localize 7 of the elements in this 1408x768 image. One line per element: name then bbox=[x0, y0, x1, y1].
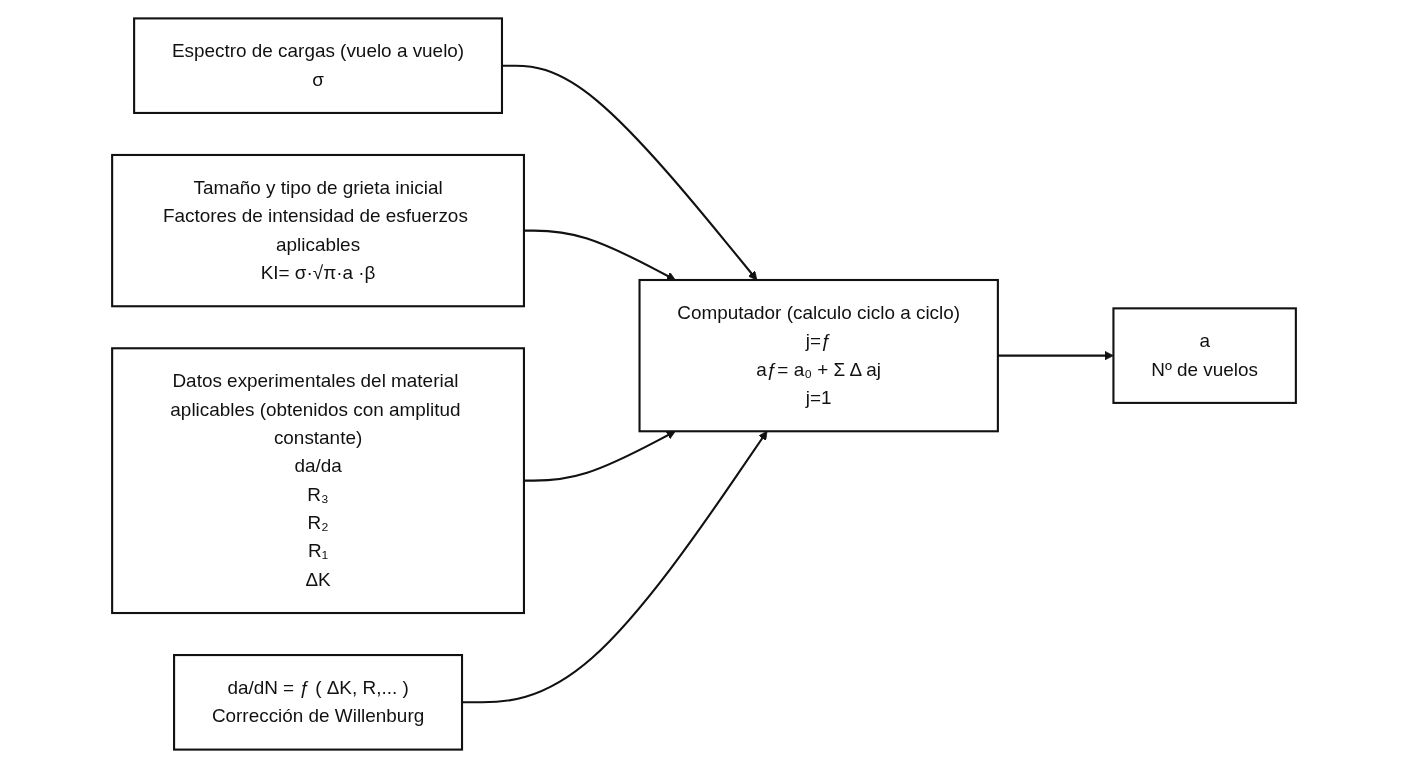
arrow bbox=[997, 351, 1114, 361]
node-box: Datos experimentales del material aplicables (obtenidos con amplitud constante) da/da R₃ R₂ R₁ ΔK bbox=[111, 347, 525, 615]
node-box: Computador (calculo ciclo a ciclo) j=ƒ aƒ= a₀ + Σ Δ aj j=1 bbox=[638, 278, 999, 433]
node-box: da/dN = ƒ ( ΔK, R,... ) Corrección de Willenburg bbox=[173, 654, 464, 751]
node-box: a Nº de vuelos bbox=[1112, 307, 1297, 404]
node-box: Espectro de cargas (vuelo a vuelo) σ bbox=[133, 17, 504, 114]
node-box: Tamaño y tipo de grieta inicial Factores de intensidad de esfuerzos aplicables KI= σ·√π·a ·β bbox=[111, 153, 525, 308]
